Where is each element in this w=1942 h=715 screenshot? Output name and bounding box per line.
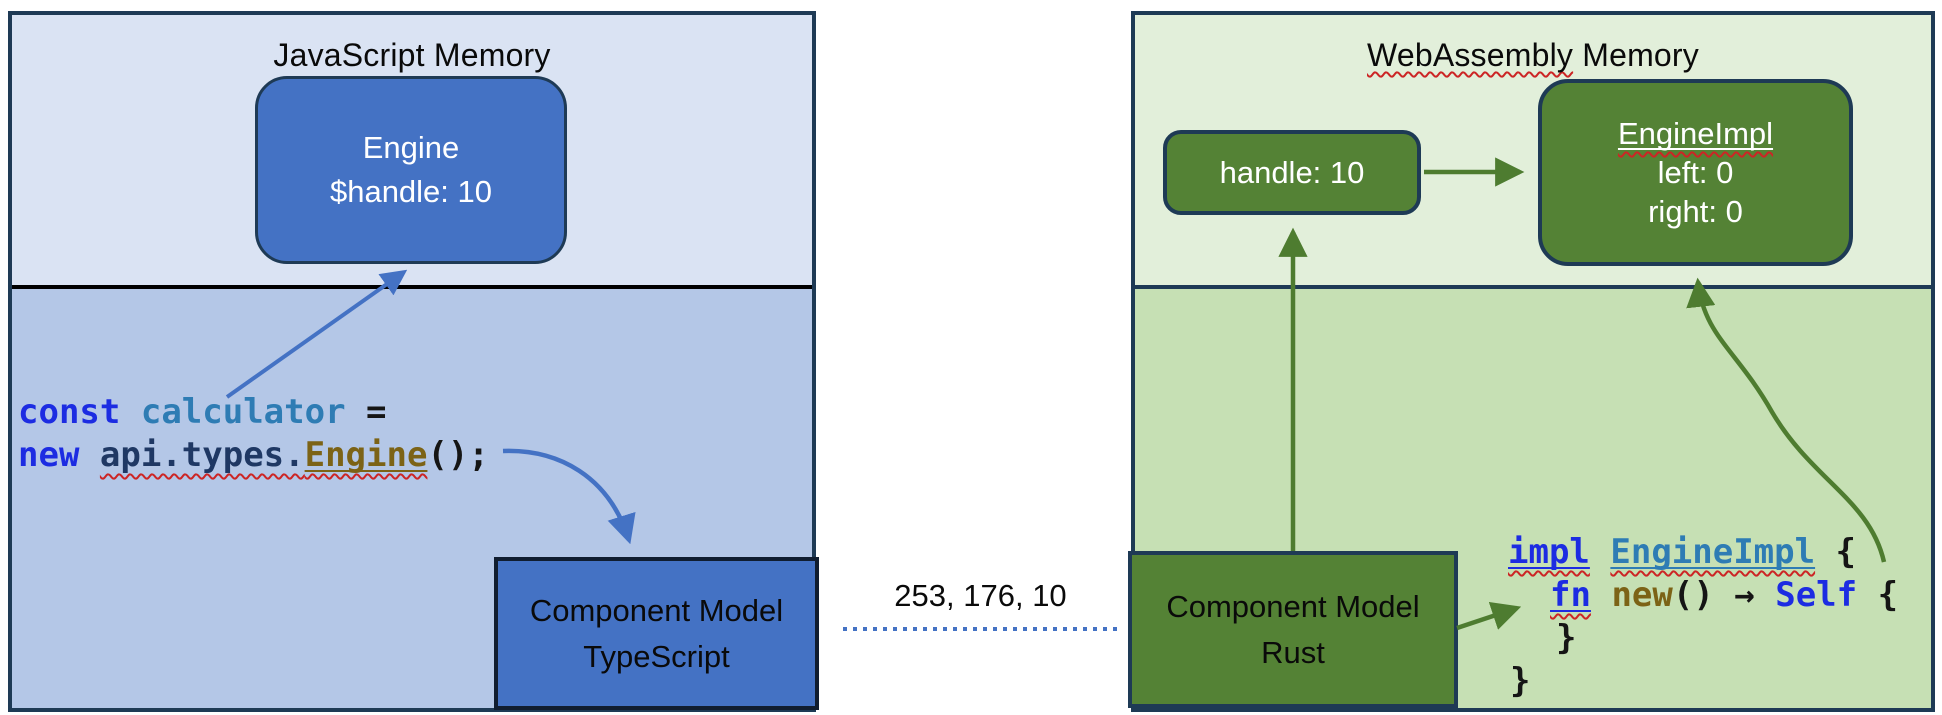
rust-code-line-2: fn new() → Self { — [1508, 574, 1898, 617]
javascript-memory-title: JavaScript Memory — [273, 37, 551, 73]
rust-code-snippet: impl EngineImpl { fn new() → Self { } } — [1508, 531, 1898, 703]
engineimpl-object-box: EngineImpl left: 0 right: 0 — [1538, 79, 1853, 266]
rust-token-arrow-sig: () → — [1672, 575, 1776, 615]
rust-box-line1: Component Model — [1166, 588, 1420, 624]
webassembly-title-flagged-word: WebAssembly — [1367, 37, 1574, 73]
ts-code-line-1: const calculator = — [18, 391, 489, 434]
rust-token-new-fn: new — [1611, 575, 1673, 615]
ts-token-namespace: api.types. — [99, 435, 305, 475]
engine-box-name: Engine — [362, 130, 460, 165]
ts-box-line2: TypeScript — [583, 638, 730, 674]
component-model-rust-box: Component Model Rust — [1128, 551, 1458, 708]
ts-token-flagged-expression: api.types.Engine — [100, 435, 428, 475]
rust-token-close-brace-outer: } — [1510, 661, 1531, 701]
handle-box-label: handle: 10 — [1219, 154, 1365, 190]
engine-box-handle-value: $handle: 10 — [329, 174, 493, 209]
rust-token-open-brace-2: { — [1857, 575, 1899, 615]
rust-token-engineimpl-type: EngineImpl — [1610, 532, 1816, 572]
engineimpl-box-right-value: right: 0 — [1648, 194, 1743, 229]
ts-token-new: new — [18, 435, 80, 475]
engineimpl-box-title-text: EngineImpl — [1617, 116, 1774, 151]
ts-code-line-2: new api.types.Engine(); — [18, 434, 489, 477]
webassembly-memory-title: WebAssembly Memory — [1135, 37, 1931, 74]
rust-token-self: Self — [1775, 575, 1858, 615]
handle-box: handle: 10 — [1163, 130, 1421, 215]
component-model-typescript-box: Component Model TypeScript — [494, 557, 819, 710]
rust-token-impl: impl — [1508, 532, 1590, 572]
ts-box-line1: Component Model — [529, 592, 784, 628]
rust-code-line-1: impl EngineImpl { — [1508, 531, 1898, 574]
ts-token-call-parens: (); — [427, 435, 489, 475]
ts-token-engine-type: Engine — [304, 435, 428, 475]
lowered-values-label: 253, 176, 10 — [894, 578, 1067, 613]
typescript-code-snippet: const calculator = new api.types.Engine(… — [18, 391, 489, 477]
ts-token-equals: = — [345, 392, 387, 432]
rust-token-fn: fn — [1550, 575, 1591, 615]
rust-code-line-3: } — [1508, 617, 1898, 660]
engineimpl-box-left-value: left: 0 — [1657, 155, 1734, 190]
rust-token-open-brace-1: { — [1815, 532, 1857, 572]
rust-box-line2: Rust — [1261, 634, 1325, 670]
engineimpl-box-title: EngineImpl — [1618, 114, 1773, 153]
rust-code-line-4: } — [1508, 660, 1898, 703]
rust-token-close-brace-inner: } — [1556, 618, 1577, 658]
webassembly-title-rest: Memory — [1573, 37, 1699, 73]
ts-token-const: const — [18, 392, 121, 432]
engine-object-box: Engine $handle: 10 — [255, 76, 567, 264]
ts-token-calculator: calculator — [140, 392, 346, 432]
